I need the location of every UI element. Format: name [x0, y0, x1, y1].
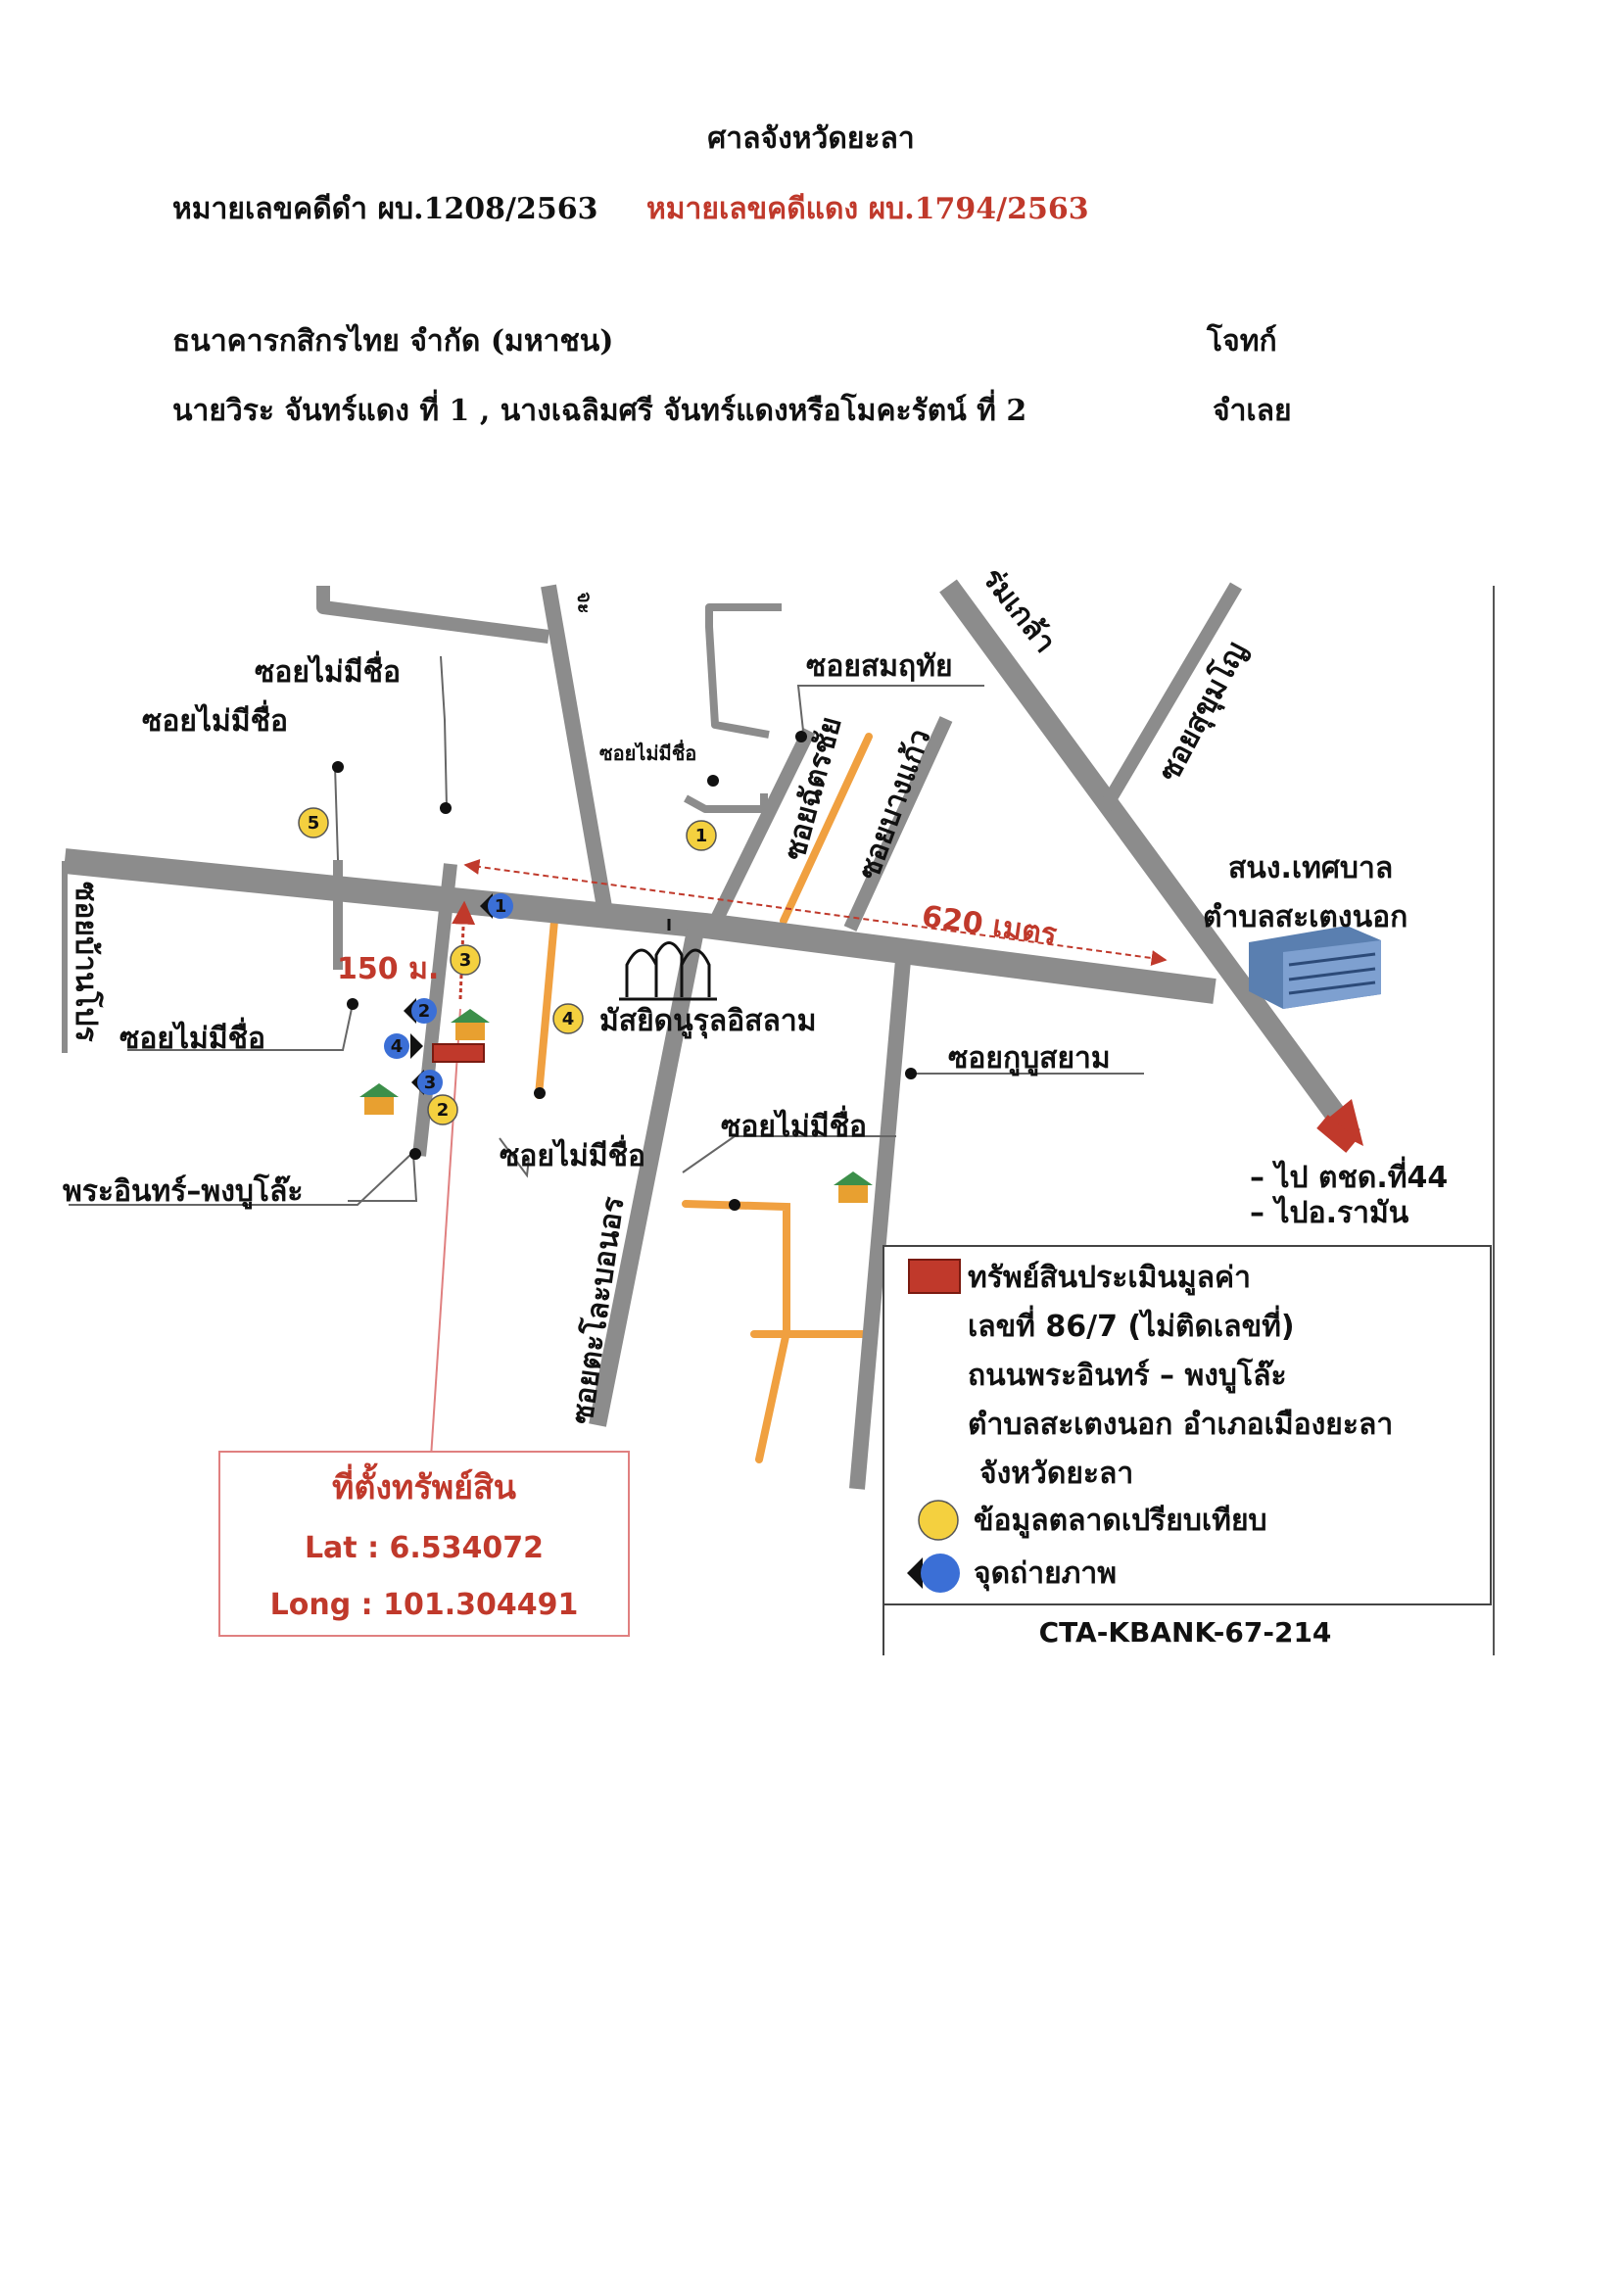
legend-code: CTA-KBANK-67-214 — [1039, 1616, 1332, 1649]
market-marker-1: 1 — [686, 820, 717, 851]
legend-appraised-line4: ตำบลสะเตงนอก อำเภอเมืองยะลา — [968, 1408, 1393, 1442]
soi-no-name-label: ซอยไม่มีชื่อ — [599, 739, 696, 765]
defendant-role: จำเลย — [1213, 394, 1292, 428]
svg-text:3: 3 — [459, 950, 472, 971]
legend-photo-swatch — [907, 1554, 960, 1593]
house-icon-2 — [359, 1083, 399, 1115]
photo-marker-2: 2 — [404, 998, 437, 1024]
soi-kubu-sayam-label: ซอยกูบูสยาม — [948, 1041, 1111, 1076]
soi-no-name-label: ซอยไม่มีชื่อ — [721, 1105, 867, 1144]
plaintiff-role: โจทก์ — [1207, 324, 1277, 359]
market-marker-2: 2 — [427, 1094, 458, 1125]
leader-lines — [69, 655, 1144, 1206]
red-case-number: หมายเลขคดีแดง ผบ.1794/2563 — [646, 192, 1089, 226]
soi-bang-pri-label: ซอยบ้านโปร — [69, 882, 105, 1042]
soi-no-name-label: ซอยไม่มีชื่อ — [119, 1017, 265, 1056]
direction-arrow-icon — [1316, 1099, 1363, 1153]
building-icon — [1249, 926, 1381, 1009]
svg-text:2: 2 — [437, 1100, 450, 1121]
court-name: ศาลจังหวัดยะลา — [707, 121, 915, 156]
direction-police-label: – ไป ตชด.ที่44 — [1250, 1156, 1448, 1195]
legend-appraised-line3: ถนนพระอินทร์ – พงบูโล๊ะ — [968, 1357, 1287, 1394]
svg-text:3: 3 — [424, 1073, 437, 1093]
appraised-property-marker — [432, 1043, 485, 1063]
legend-appraised-line1: ทรัพย์สินประเมินมูลค่า — [968, 1261, 1251, 1296]
mosque-icon — [619, 919, 717, 1001]
longitude-value: Long : 101.304491 — [270, 1588, 579, 1622]
cut-road-label: จะ — [573, 592, 596, 613]
latitude-value: Lat : 6.534072 — [305, 1531, 544, 1565]
black-case-number: หมายเลขคดีดำ ผบ.1208/2563 — [172, 192, 598, 226]
market-marker-5: 5 — [298, 807, 329, 838]
phra-in-phong-bu-lo-label: พระอินทร์–พงบูโล๊ะ — [63, 1172, 304, 1210]
photo-marker-1: 1 — [480, 893, 513, 919]
photo-marker-4: 4 — [384, 1033, 423, 1059]
soi-no-name-label: ซอยไม่มีชื่อ — [142, 699, 288, 739]
legend-appraised-swatch — [908, 1259, 961, 1294]
legend-appraised-line5: จังหวัดยะลา — [979, 1457, 1133, 1491]
legend-appraised-line2: เลขที่ 86/7 (ไม่ติดเลขที่) — [968, 1305, 1295, 1344]
soi-no-name-label: ซอยไม่มีชื่อ — [500, 1134, 645, 1173]
map-legend: ทรัพย์สินประเมินมูลค่า เลขที่ 86/7 (ไม่ต… — [883, 1245, 1492, 1655]
municipality-label-line2: ตำบลสะเตงนอก — [1203, 900, 1407, 934]
distance-150-label: 150 ม. — [337, 952, 439, 986]
svg-text:2: 2 — [418, 1001, 431, 1022]
location-box-title: ที่ตั้งทรัพย์สิน — [332, 1462, 516, 1507]
soi-som-ruthai-label: ซอยสมฤทัย — [806, 649, 953, 684]
market-marker-3: 3 — [450, 944, 481, 976]
property-location-box: ที่ตั้งทรัพย์สิน Lat : 6.534072 Long : 1… — [218, 1451, 630, 1637]
svg-text:4: 4 — [562, 1009, 575, 1029]
plaintiff-name: ธนาคารกสิกรไทย จำกัด (มหาชน) — [172, 324, 614, 359]
location-pointer-line — [430, 1008, 461, 1459]
house-icon-3 — [834, 1172, 873, 1203]
svg-text:1: 1 — [495, 896, 507, 917]
distance-620-arrow — [463, 859, 1168, 966]
legend-market-label: ข้อมูลตลาดเปรียบเทียบ — [974, 1504, 1267, 1539]
municipality-label-line1: สนง.เทศบาล — [1228, 851, 1393, 885]
defendant-names: นายวิระ จันทร์แดง ที่ 1 , นางเฉลิมศรี จั… — [172, 394, 1027, 428]
soi-no-name-label: ซอยไม่มีชื่อ — [255, 650, 401, 690]
direction-raman-label: – ไปอ.รามัน — [1250, 1195, 1409, 1230]
photo-marker-3: 3 — [411, 1070, 443, 1095]
svg-text:4: 4 — [391, 1036, 404, 1057]
house-icon — [451, 1009, 490, 1040]
junction-dots — [332, 731, 917, 1211]
market-marker-4: 4 — [552, 1003, 584, 1034]
svg-text:1: 1 — [695, 826, 708, 846]
mosque-label: มัสยิดนูรุลอิสลาม — [599, 1004, 816, 1039]
legend-photo-label: จุดถ่ายภาพ — [974, 1556, 1117, 1592]
svg-text:5: 5 — [308, 813, 320, 834]
legend-market-swatch — [918, 1500, 959, 1541]
